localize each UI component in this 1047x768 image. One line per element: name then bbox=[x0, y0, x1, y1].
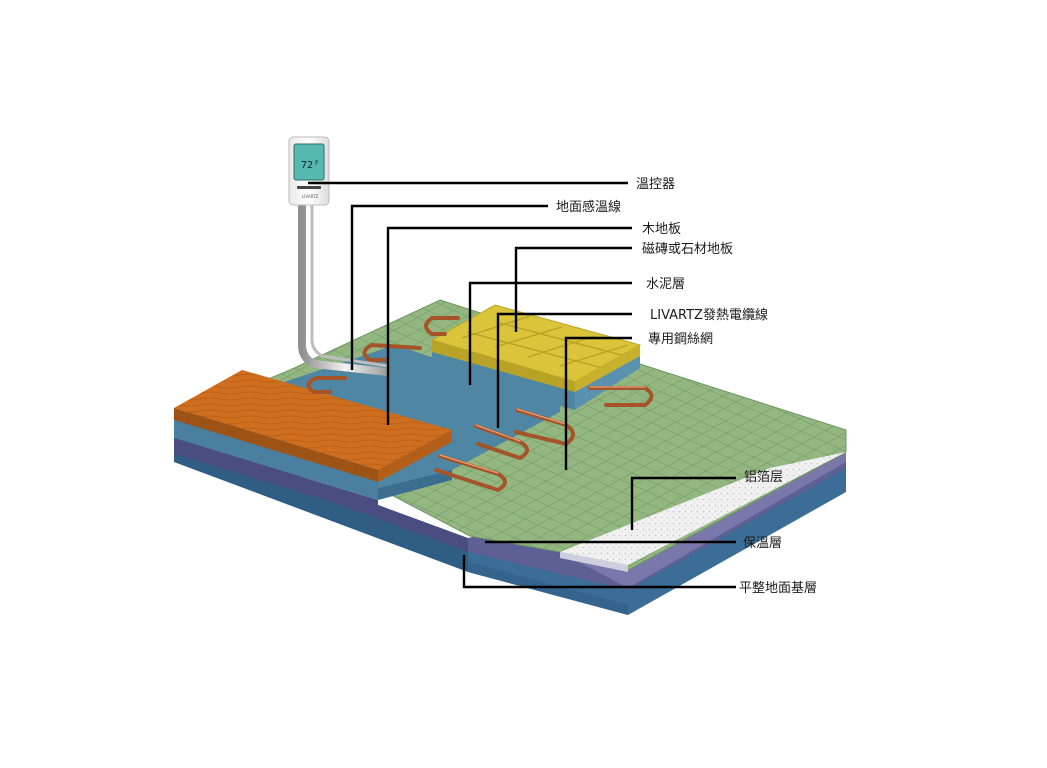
thermostat-unit: F bbox=[315, 160, 319, 167]
label-base-layer: 平整地面基層 bbox=[739, 581, 817, 596]
label-tile-floor: 磁磚或石材地板 bbox=[642, 242, 733, 257]
label-insulation: 保溫層 bbox=[743, 536, 782, 551]
label-cement-layer: 水泥層 bbox=[646, 277, 685, 292]
thermostat-brand: LIVARTZ bbox=[302, 194, 319, 199]
label-steel-mesh: 專用鋼絲網 bbox=[648, 332, 713, 347]
label-wood-floor: 木地板 bbox=[642, 222, 681, 237]
label-floor-sensor: 地面感溫線 bbox=[556, 199, 621, 215]
label-heating-cable: LIVARTZ發熱電纜線 bbox=[650, 307, 768, 323]
thermostat-display: 72 bbox=[301, 160, 313, 171]
label-thermostat: 溫控器 bbox=[636, 177, 675, 192]
label-aluminum-foil: 铝箔层 bbox=[744, 469, 783, 485]
